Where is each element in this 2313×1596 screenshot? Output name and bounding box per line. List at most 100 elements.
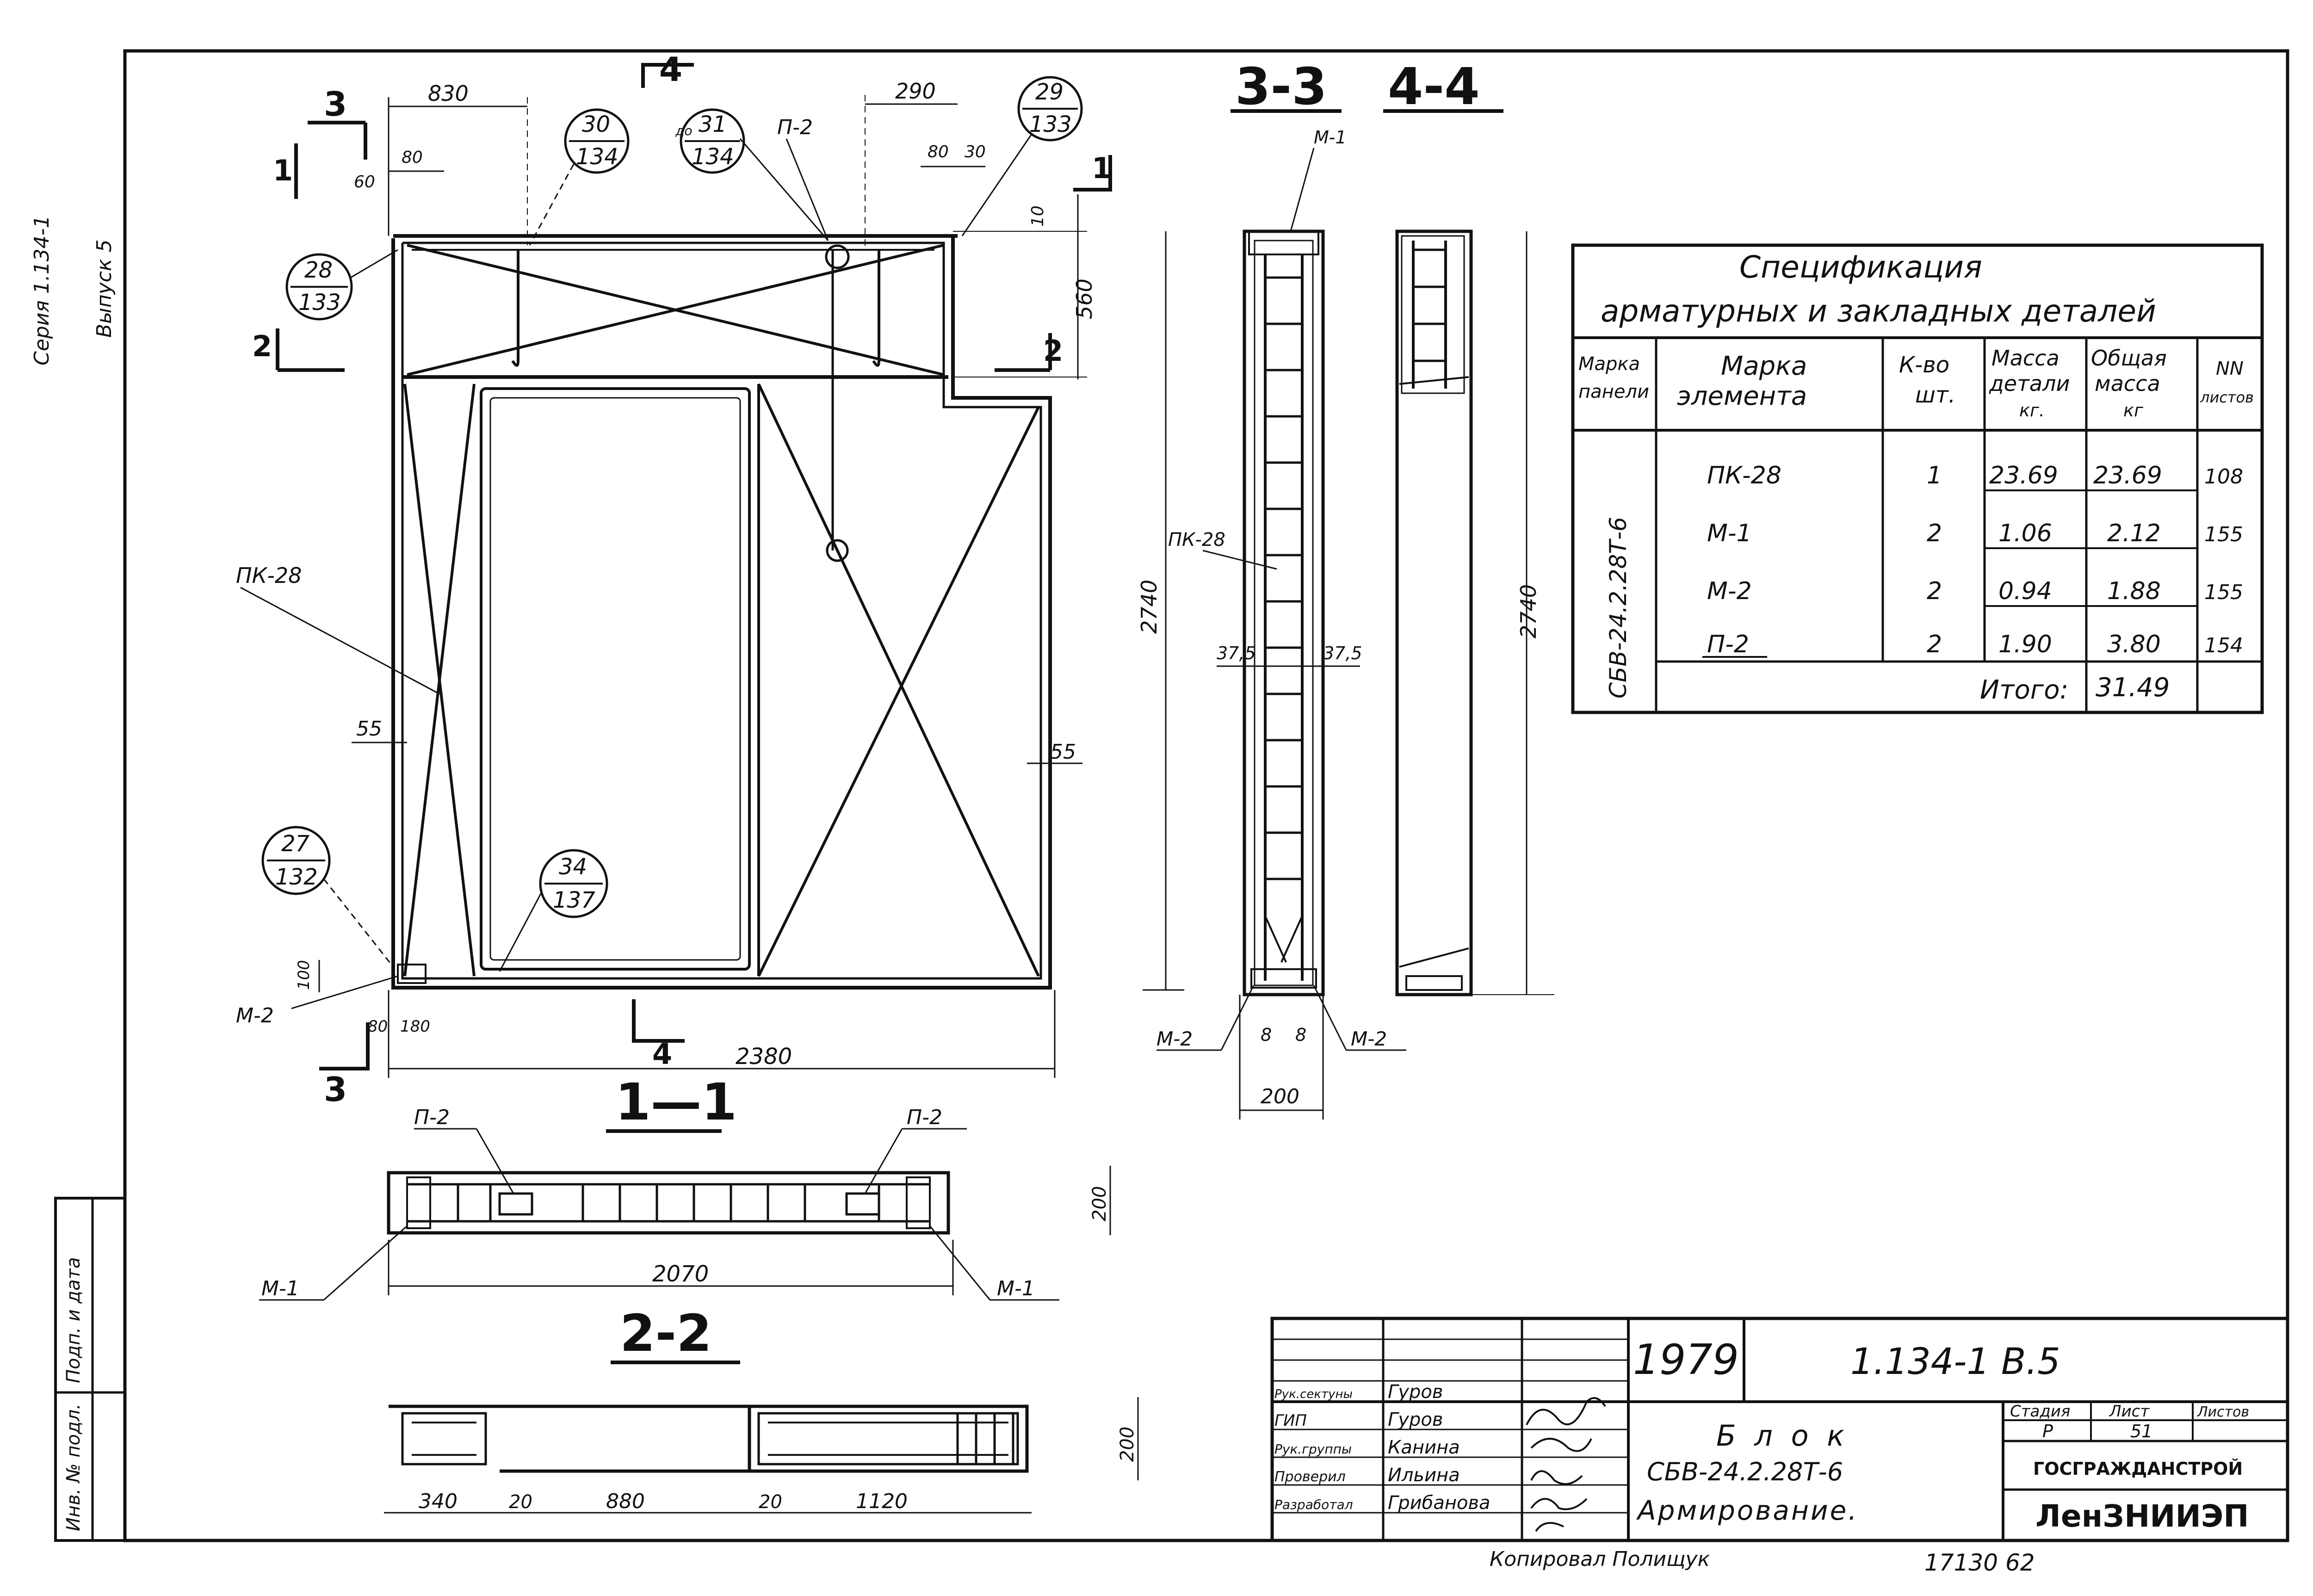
label-pk28-33: ПК-28 [1168,529,1225,551]
section-2-2-title: 2-2 [620,1304,712,1363]
role-2: Рук.группы [1274,1441,1352,1457]
panel-elevation [391,234,1052,990]
hdr-qty-2: шт. [1915,382,1955,408]
section-3-3-title: 3-3 [1235,57,1327,116]
svg-text:132: 132 [275,864,318,890]
callout-28-133: 28 133 [285,249,398,321]
callout-34-137: 34 137 [499,849,608,972]
title-code: 1.134-1 В.5 [1850,1341,2060,1383]
cut-4-bottom: 4 [652,1037,672,1071]
label-m1-11a: М-1 [261,1277,299,1300]
inv-no-field: Инв. № подл. [63,1404,84,1531]
title-block: Рук.сектуны ГИП Рук.группы Проверил Разр… [1270,1317,2289,1542]
dim-200-22: 200 [1117,1427,1138,1462]
dim-1120: 1120 [856,1490,908,1513]
cut-marks: 3 4 1 1 2 2 4 3 [252,50,1112,1109]
stage-value: Р [2042,1421,2053,1441]
dim-55b: 55 [1050,740,1076,764]
svg-text:2: 2 [1927,631,1942,658]
hdr-mass-3: кг. [2019,400,2045,421]
section-1-1: 1—1 П-2 П-2 М-1 М-1 [259,1072,1111,1301]
spec-title-2: арматурных и закладных деталей [1601,293,2156,329]
callouts: 30 134 до 31 134 29 133 28 133 [261,76,1083,972]
svg-text:133: 133 [1029,111,1072,137]
org-line-1: ГОСГРАЖДАНСТРОЙ [2033,1459,2243,1479]
elevation-dims: 830 290 80 60 80 30 10 560 2740 55 55 10… [295,79,1184,1078]
table-row: М-2 2 0.94 1.88 155 [1707,577,2243,607]
dim-30: 30 [965,142,986,161]
callout-30-134: 30 134 [529,108,630,246]
hdr-total-1: Общая [2091,346,2167,371]
hdr-element-1: Марка [1721,351,1807,381]
dim-20b: 20 [759,1491,782,1513]
name-2: Канина [1388,1437,1460,1458]
label-p2-top: П-2 [777,116,813,139]
sheet-value: 51 [2130,1421,2152,1441]
hdr-sheets-2: листов [2200,389,2254,406]
callout-31-134: до 31 134 [675,108,829,241]
dim-200-33: 200 [1261,1085,1299,1108]
title-year: 1979 [1633,1336,1739,1384]
name-4: Грибанова [1388,1492,1490,1514]
issue-label: Выпуск 5 [93,240,116,338]
dim-20a: 20 [509,1491,532,1513]
title-line-1: Б л о к [1716,1419,1849,1453]
svg-text:23.69: 23.69 [1989,462,2058,489]
dim-80a: 80 [402,148,423,167]
sheet-frame [123,49,2289,1542]
dim-290: 290 [895,79,936,104]
title-line-2: СБВ-24.2.28Т-6 [1647,1457,1843,1486]
label-m2-33b: М-2 [1351,1027,1387,1050]
bottom-number: 17130 62 [1924,1549,2035,1576]
dim-2740b: 2740 [1516,584,1541,638]
dim-8a: 8 [1261,1025,1272,1045]
name-0: Гуров [1388,1381,1443,1403]
hdr-total-2: масса [2095,371,2160,396]
svg-text:134: 134 [576,144,618,170]
dim-880: 880 [606,1490,645,1513]
hdr-qty-1: К-во [1899,352,1949,378]
label-m1-33: М-1 [1314,127,1347,148]
table-row: М-1 2 1.06 2.12 155 [1707,520,2243,549]
svg-text:155: 155 [2204,523,2243,546]
hdr-sheets-1: NN [2216,358,2244,379]
svg-text:31: 31 [699,111,727,137]
section-2-2: 2-2 200 340 20 880 20 1120 [384,1304,1139,1514]
stage-header: Стадия [2010,1402,2070,1421]
role-0: Рук.сектуны [1274,1387,1353,1401]
dim-80c: 80 [368,1017,388,1036]
dim-55a: 55 [356,717,382,741]
svg-text:до: до [675,123,693,138]
role-4: Разработал [1274,1497,1353,1512]
total-label: Итого: [1980,675,2068,705]
spec-table: Спецификация арматурных и закладных дета… [1571,243,2264,714]
title-line-3: Армирование. [1636,1495,1859,1526]
cut-3-top: 3 [324,85,347,124]
table-row: ПК-28 1 23.69 23.69 108 [1707,462,2243,491]
hdr-mass-1: Масса [1991,346,2059,371]
svg-text:155: 155 [2204,581,2243,604]
section-4-4-title: 4-4 [1388,57,1480,116]
dim-340: 340 [419,1490,458,1513]
hdr-panel-2: панели [1578,381,1649,402]
copied-by: Копировал Полищук [1490,1547,1710,1571]
svg-text:ПК-28: ПК-28 [1707,462,1781,489]
dim-560: 560 [1072,278,1097,319]
dim-60: 60 [354,173,375,192]
dim-2740a: 2740 [1137,580,1162,634]
svg-text:1: 1 [1927,462,1942,489]
dim-10: 10 [1028,205,1047,227]
svg-text:27: 27 [281,831,310,857]
series-label: Серия 1.134-1 [30,215,54,365]
dim-200-11: 200 [1089,1186,1110,1221]
label-m2: М-2 [236,1004,274,1027]
sign-date-field: Подп. и дата [63,1257,84,1383]
signatures [1526,1397,1606,1532]
svg-text:154: 154 [2204,634,2243,657]
svg-text:28: 28 [304,257,333,283]
svg-text:П-2: П-2 [1707,631,1749,658]
svg-text:1.90: 1.90 [1998,631,2052,658]
svg-text:2: 2 [1927,577,1942,605]
dim-2070: 2070 [652,1261,709,1287]
svg-text:34: 34 [559,854,587,880]
